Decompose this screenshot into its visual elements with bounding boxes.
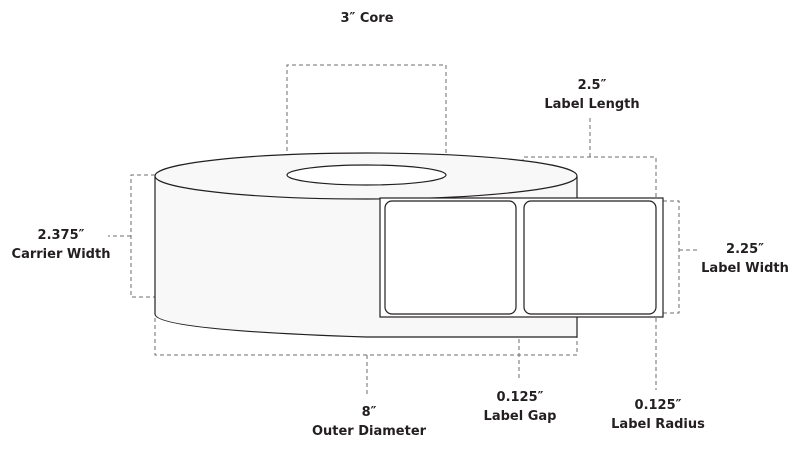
label-2 [523,200,657,315]
carrier-width-dimension: 2.375″ Carrier Width [12,226,111,264]
label-gap-text: Label Gap [483,409,557,424]
label-length-dimension-line [522,115,657,198]
label-length-text: Label Length [544,97,640,112]
label-width-value: 2.25″ [726,242,764,257]
label-gap-dimension: 0.125″ Label Gap [484,388,557,426]
label-length-value: 2.5″ [577,78,607,93]
carrier-width-value: 2.375″ [37,228,85,243]
label-length-dimension: 2.5″ Label Length [544,76,639,114]
label-radius-value: 0.125″ [634,398,682,413]
core-value: 3″ Core [340,11,394,26]
carrier-width-text: Carrier Width [11,247,111,262]
outer-diameter-dimension: 8″ Outer Diameter [312,403,426,441]
outer-diameter-text: Outer Diameter [311,424,427,439]
label-radius-text: Label Radius [611,417,705,432]
label-gap-value: 0.125″ [496,390,544,405]
core-dimension-line [286,64,447,165]
carrier-width-dimension-line [108,174,155,298]
label-width-dimension-line [663,200,700,314]
core-dimension: 3″ Core [340,9,393,28]
outer-diameter-value: 8″ [361,405,377,420]
label-radius-dimension: 0.125″ Label Radius [611,396,705,434]
label-width-text: Label Width [701,261,789,276]
label-1 [384,200,517,315]
core-hole [286,164,447,186]
label-width-dimension: 2.25″ Label Width [701,240,789,278]
